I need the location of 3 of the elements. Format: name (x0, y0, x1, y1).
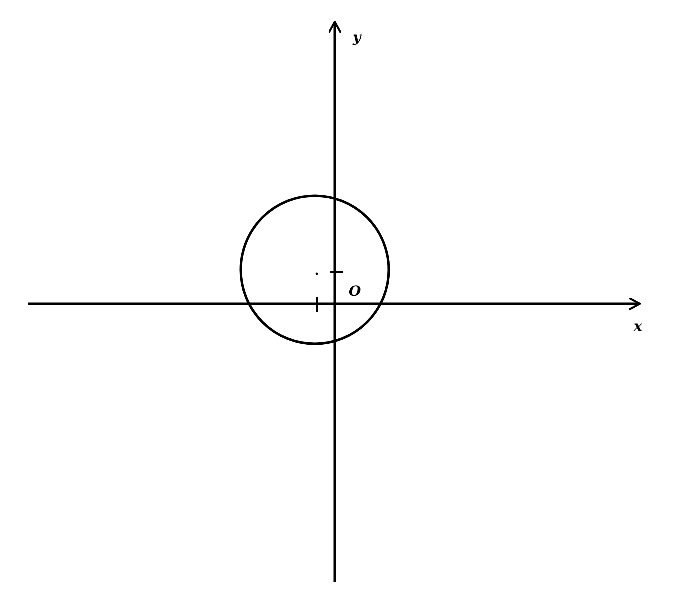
origin-label: O (349, 285, 362, 299)
axis-label: y (353, 31, 362, 45)
axis-label: x (634, 320, 642, 334)
